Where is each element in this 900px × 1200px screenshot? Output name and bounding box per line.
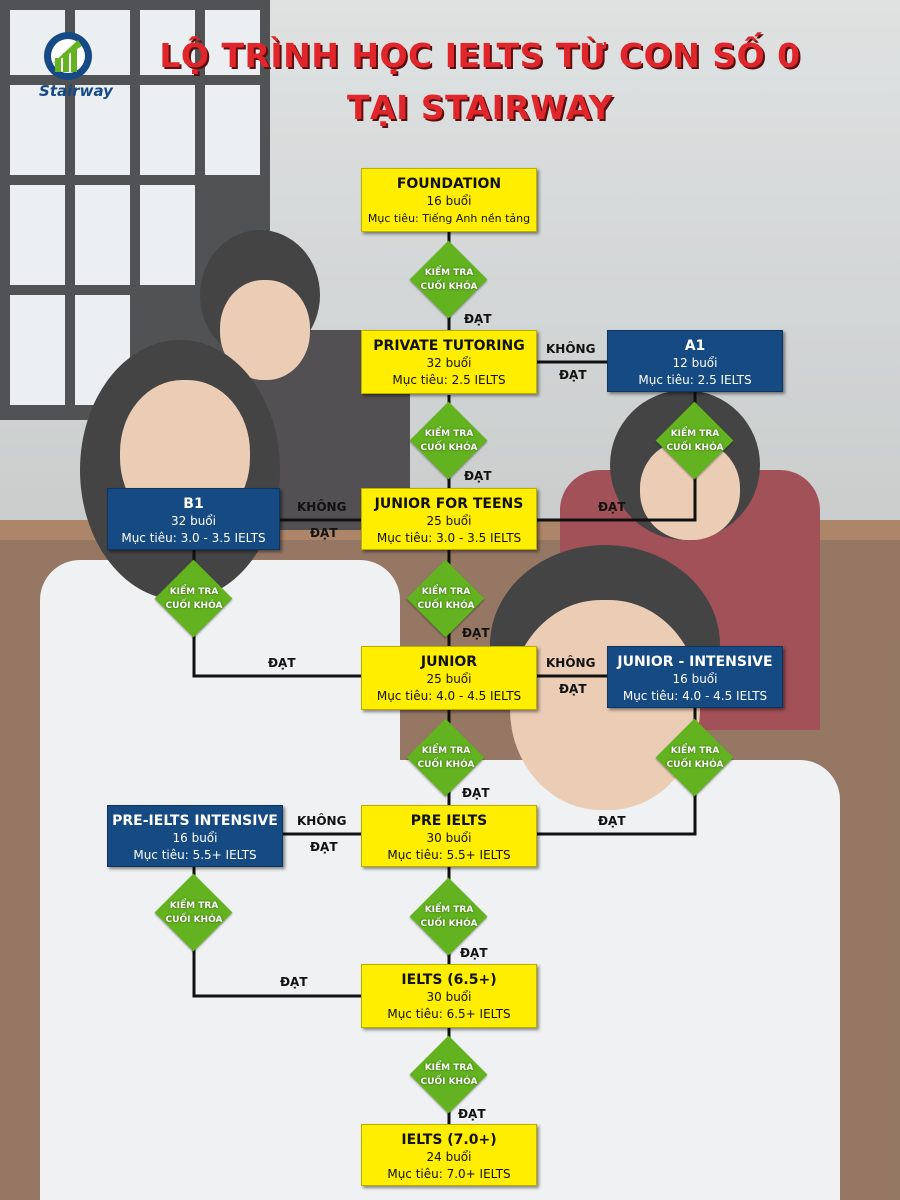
course-name: JUNIOR - INTENSIVE (617, 654, 773, 670)
check-label-line1: KIỂM TRA (169, 901, 219, 911)
course-name: JUNIOR FOR TEENS (374, 496, 524, 512)
course-sessions: 16 buổi (172, 831, 218, 845)
edge-label-pass: ĐẠT (464, 312, 492, 326)
course-sessions: 30 buổi (426, 990, 472, 1004)
check-diamond-ielts-6-5: KIỂM TRA CUỐI KHÓA (409, 1035, 488, 1114)
edge-label-fail: KHÔNG (546, 342, 596, 356)
course-goal: Mục tiêu: 6.5+ IELTS (387, 1007, 511, 1021)
course-sessions: 32 buổi (426, 356, 472, 370)
edge-label-pass: ĐẠT (464, 469, 492, 483)
logo-icon (44, 32, 92, 80)
check-diamond-junior: KIỂM TRA CUỐI KHÓA (406, 718, 485, 797)
check-diamond-junior-for-teens: KIỂM TRA CUỐI KHÓA (406, 559, 485, 638)
edge-label-pass: ĐẠT (310, 840, 338, 854)
edge-label-pass: ĐẠT (280, 975, 308, 989)
course-sessions: 24 buổi (426, 1150, 472, 1164)
course-name: IELTS (7.0+) (401, 1132, 497, 1148)
course-box-pre-ielts: PRE IELTS 30 buổi Mục tiêu: 5.5+ IELTS (361, 805, 537, 867)
check-diamond-b1: KIỂM TRA CUỐI KHÓA (154, 559, 233, 638)
check-label-line1: KIỂM TRA (424, 1063, 474, 1073)
course-sessions: 32 buổi (171, 514, 216, 528)
course-box-a1: A1 12 buổi Mục tiêu: 2.5 IELTS (607, 330, 783, 392)
course-name: PRE-IELTS INTENSIVE (112, 813, 278, 829)
check-diamond-junior-intensive: KIỂM TRA CUỐI KHÓA (655, 718, 734, 797)
course-name: B1 (183, 496, 204, 512)
course-box-ielts-7-0: IELTS (7.0+) 24 buổi Mục tiêu: 7.0+ IELT… (361, 1124, 537, 1186)
course-name: PRE IELTS (410, 813, 488, 829)
course-box-pre-ielts-intensive: PRE-IELTS INTENSIVE 16 buổi Mục tiêu: 5.… (107, 805, 283, 867)
edge-label-fail: KHÔNG (297, 814, 347, 828)
check-label-line1: KIỂM TRA (424, 268, 474, 278)
check-label-line1: KIỂM TRA (670, 746, 720, 756)
edge-label-pass: ĐẠT (559, 368, 587, 382)
check-diamond-pre-ielts: KIỂM TRA CUỐI KHÓA (409, 877, 488, 956)
check-label-line1: KIỂM TRA (424, 429, 474, 439)
course-goal: Mục tiêu: Tiếng Anh nền tảng (367, 212, 531, 225)
window-grille (0, 0, 270, 420)
course-goal: Mục tiêu: 4.0 - 4.5 IELTS (376, 689, 522, 703)
course-goal: Mục tiêu: 2.5 IELTS (392, 373, 506, 387)
page-title-line-2: TẠI STAIRWAY (347, 88, 613, 127)
edge-label-pass: ĐẠT (458, 1107, 486, 1121)
course-box-ielts-6-5: IELTS (6.5+) 30 buổi Mục tiêu: 6.5+ IELT… (361, 964, 537, 1028)
check-label-line1: KIỂM TRA (169, 587, 219, 597)
course-goal: Mục tiêu: 7.0+ IELTS (387, 1167, 511, 1181)
edge-label-pass: ĐẠT (559, 682, 587, 696)
course-box-private-tutoring: PRIVATE TUTORING 32 buổi Mục tiêu: 2.5 I… (361, 330, 537, 394)
course-goal: Mục tiêu: 3.0 - 3.5 IELTS (121, 531, 266, 545)
course-box-junior-for-teens: JUNIOR FOR TEENS 25 buổi Mục tiêu: 3.0 -… (361, 488, 537, 550)
check-label-line2: CUỐI KHÓA (417, 601, 475, 611)
edge-label-pass: ĐẠT (310, 526, 338, 540)
course-sessions: 16 buổi (672, 672, 718, 686)
edge-label-pass: ĐẠT (460, 946, 488, 960)
course-sessions: 16 buổi (426, 194, 472, 208)
course-name: A1 (684, 338, 706, 354)
course-goal: Mục tiêu: 4.0 - 4.5 IELTS (622, 689, 768, 703)
edge-label-pass: ĐẠT (462, 786, 490, 800)
page-title-line-1: LỘ TRÌNH HỌC IELTS TỪ CON SỐ 0 (159, 36, 801, 75)
course-sessions: 25 buổi (426, 514, 472, 528)
course-box-foundation: FOUNDATION 16 buổi Mục tiêu: Tiếng Anh n… (361, 168, 537, 232)
check-label-line2: CUỐI KHÓA (666, 443, 724, 453)
course-box-junior-intensive: JUNIOR - INTENSIVE 16 buổi Mục tiêu: 4.0… (607, 646, 783, 708)
check-label-line2: CUỐI KHÓA (420, 282, 478, 292)
course-goal: Mục tiêu: 2.5 IELTS (638, 373, 752, 387)
course-sessions: 25 buổi (426, 672, 472, 686)
course-name: JUNIOR (420, 654, 478, 670)
check-label-line1: KIỂM TRA (421, 746, 471, 756)
stairway-logo (28, 28, 138, 106)
course-name: IELTS (6.5+) (401, 972, 497, 988)
course-name: PRIVATE TUTORING (373, 338, 525, 354)
course-goal: Mục tiêu: 5.5+ IELTS (133, 848, 257, 862)
check-label-line2: CUỐI KHÓA (420, 919, 478, 929)
check-label-line1: KIỂM TRA (421, 587, 471, 597)
edge-label-pass: ĐẠT (598, 500, 626, 514)
check-label-line1: KIỂM TRA (670, 429, 720, 439)
course-box-b1: B1 32 buổi Mục tiêu: 3.0 - 3.5 IELTS (107, 488, 280, 550)
check-label-line2: CUỐI KHÓA (420, 443, 478, 453)
edge-label-pass: ĐẠT (268, 656, 296, 670)
check-label-line2: CUỐI KHÓA (165, 915, 223, 925)
check-label-line2: CUỐI KHÓA (666, 760, 724, 770)
course-goal: Mục tiêu: 3.0 - 3.5 IELTS (376, 531, 522, 545)
edge-label-fail: KHÔNG (546, 656, 596, 670)
check-label-line2: CUỐI KHÓA (417, 760, 475, 770)
course-sessions: 30 buổi (426, 831, 472, 845)
edge-label-fail: KHÔNG (297, 500, 347, 514)
course-goal: Mục tiêu: 5.5+ IELTS (387, 848, 511, 862)
course-box-junior: JUNIOR 25 buổi Mục tiêu: 4.0 - 4.5 IELTS (361, 646, 537, 710)
check-diamond-a1: KIỂM TRA CUỐI KHÓA (655, 401, 734, 480)
check-diamond-private-tutoring: KIỂM TRA CUỐI KHÓA (409, 401, 488, 480)
check-label-line2: CUỐI KHÓA (420, 1077, 478, 1087)
edge-label-pass: ĐẠT (598, 814, 626, 828)
check-label-line2: CUỐI KHÓA (165, 601, 223, 611)
logo-wordmark: Stairway (39, 82, 113, 100)
course-name: FOUNDATION (396, 176, 502, 192)
edge-label-pass: ĐẠT (462, 626, 490, 640)
check-label-line1: KIỂM TRA (424, 905, 474, 915)
check-diamond-foundation: KIỂM TRA CUỐI KHÓA (409, 240, 488, 319)
check-diamond-pre-ielts-intensive: KIỂM TRA CUỐI KHÓA (154, 873, 233, 952)
course-sessions: 12 buổi (672, 356, 718, 370)
